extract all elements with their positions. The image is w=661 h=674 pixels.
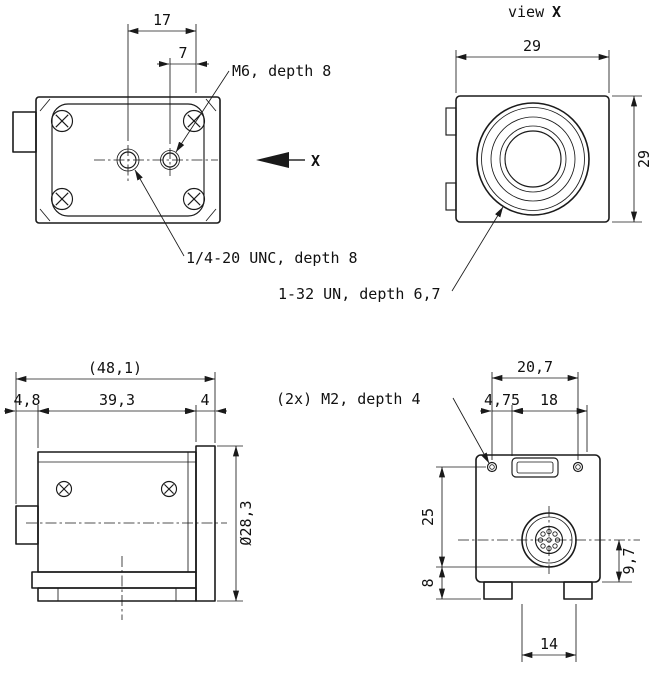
m6-callout: M6, depth 8 [175,62,331,153]
m6-callout-label: M6, depth 8 [232,62,331,80]
dim-upper-label: 25 [419,508,437,526]
unc-callout-label: 1/4-20 UNC, depth 8 [186,249,358,267]
view-title-x: X [552,3,561,21]
m2-hole-left [486,461,498,473]
dim-conn-width-label: 14 [540,635,558,653]
dim-conn-bottom-label: 9,7 [620,547,638,574]
dim-front-label: 4 [200,391,209,409]
side-screws [55,480,178,498]
base-plate [31,571,197,589]
dim-17-label: 17 [153,11,171,29]
dimension-7: 7 [157,44,209,144]
dimension-row-top: 4,75 18 [480,391,588,456]
view-arrow-label: X [311,152,320,170]
view-title: view X [508,3,561,21]
dim-lower-label: 8 [419,578,437,587]
dim-m2-offset-label: 4,75 [484,391,520,409]
thread-callout: 1-32 UN, depth 6,7 [278,206,504,303]
dimension-overall-48-1: (48,1) [15,359,216,504]
dim-height-label: 29 [635,150,653,168]
m2-callout: (2x) M2, depth 4 [276,390,490,464]
base-bar [37,587,197,602]
dim-usb-span-label: 18 [540,391,558,409]
lens-flange [195,445,216,602]
dim-rear-label: 4,8 [13,391,40,409]
view-direction-arrow: X [256,152,320,170]
dimension-m2-span: 20,7 [491,358,579,460]
m2-callout-label: (2x) M2, depth 4 [276,390,421,408]
io-protrusion [12,111,37,153]
view-title-prefix: view [508,3,545,21]
dim-width-label: 29 [523,37,541,55]
foot-right [563,581,593,600]
left-tab-bottom [445,182,457,211]
centerlines [458,506,640,574]
dim-mid-label: 39,3 [99,391,135,409]
dim-overall-label: (48,1) [88,359,142,377]
usb-connector [511,457,559,478]
lens-mount-circles [476,102,590,216]
thread-callout-label: 1-32 UN, depth 6,7 [278,285,441,303]
dimension-height-29: 29 [612,95,653,223]
dimension-8: 8 [419,566,481,600]
dim-flange-dia-label: Ø28,3 [237,500,255,545]
corner-chamfers [39,98,217,222]
side-view: (48,1) 4,8 39,3 4 Ø28,3 [4,359,255,620]
left-tab-top [445,107,457,136]
dimension-row-segments: 4,8 39,3 4 [4,391,227,448]
unc-callout: 1/4-20 UNC, depth 8 [134,169,358,267]
dimension-14: 14 [521,604,577,662]
centerlines [94,145,218,182]
back-view: 20,7 4,75 18 25 8 9,7 [276,358,640,662]
foot-left [483,581,513,600]
dimension-25: 25 [419,466,544,568]
view-arrow-icon [256,152,289,168]
centerlines [26,522,227,620]
dim-m2-span-label: 20,7 [517,358,553,376]
dimension-flange-diameter: Ø28,3 [217,445,255,602]
camera-front-outline [455,95,610,223]
m2-hole-right [572,461,584,473]
camera-side-outline [37,451,197,573]
dimension-17: 17 [127,11,197,141]
rear-connector-protrusion [15,505,39,545]
corner-screws [50,109,206,211]
front-view: view X 29 29 1-32 UN, depth 6,7 [278,3,653,303]
dimension-width-29: 29 [455,37,610,93]
bottom-view: 17 7 M6, depth 8 1/4-20 UNC, depth 8 X [12,11,358,267]
dim-7-label: 7 [178,44,187,62]
camera-back-outline [475,454,601,583]
dimension-9-7: 9,7 [602,539,638,583]
